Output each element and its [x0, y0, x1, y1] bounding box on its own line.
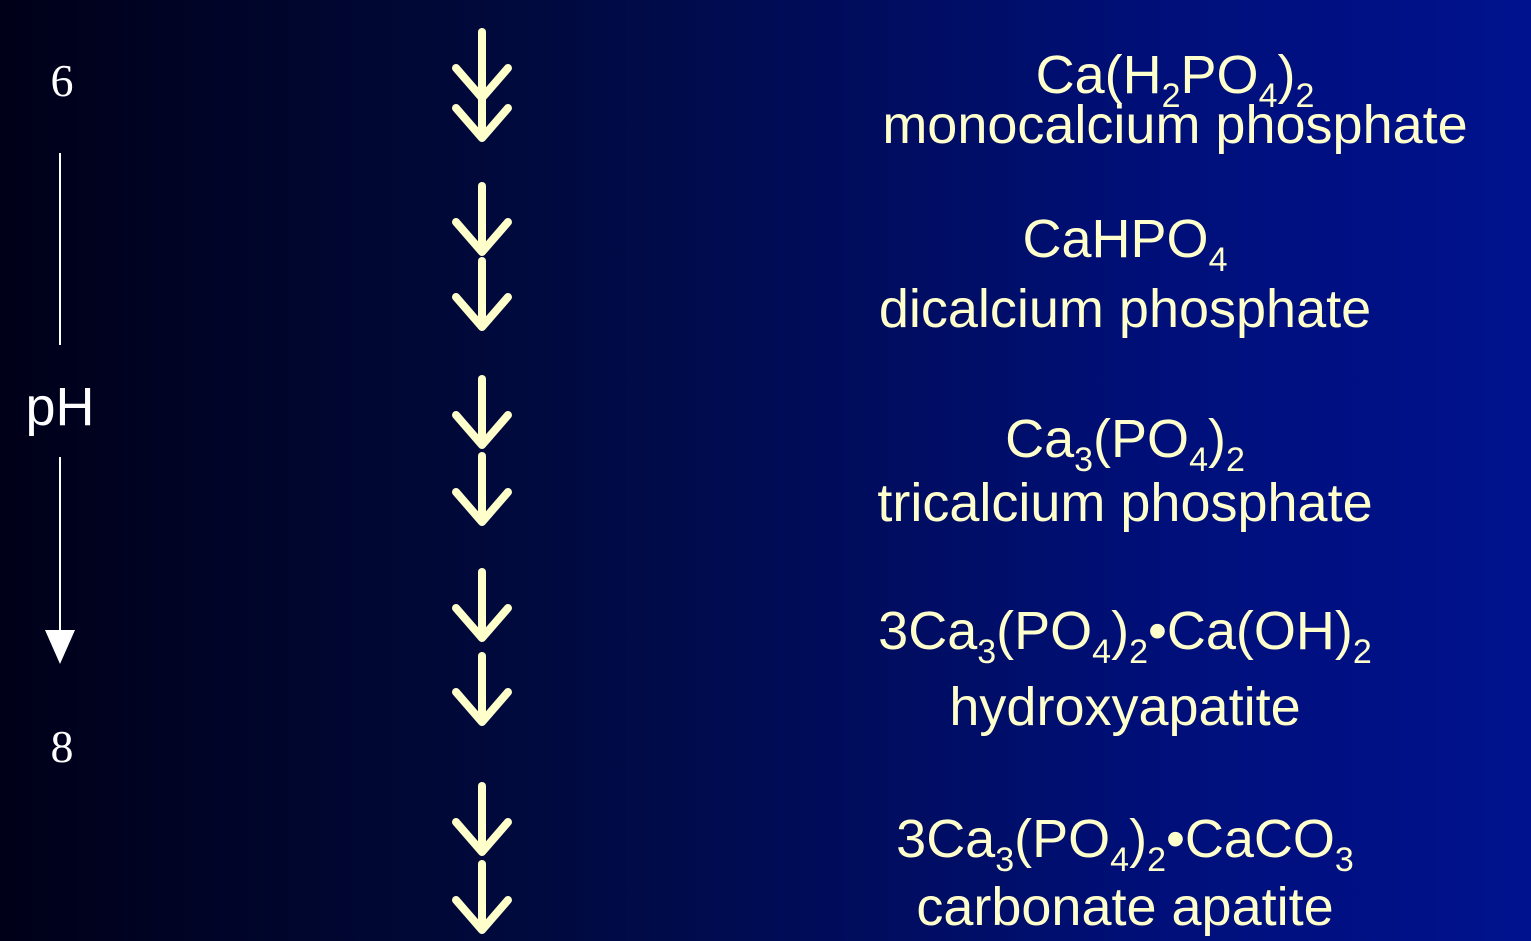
compound-name: carbonate apatite	[916, 877, 1334, 937]
formula-text: 3Ca	[896, 809, 996, 869]
down-arrow-icon	[452, 257, 512, 331]
formula-subscript: 2	[1295, 77, 1315, 115]
formula-subscript: 2	[1161, 77, 1181, 115]
ph-scale-label: pH	[25, 377, 95, 437]
formula-text: PO	[1180, 45, 1259, 105]
formula-text: Ca	[1005, 409, 1075, 469]
formula-text: •CaCO	[1165, 809, 1335, 869]
ph-scale-top-value: 6	[50, 55, 74, 106]
compound-name: dicalcium phosphate	[878, 279, 1372, 339]
compound-name: tricalcium phosphate	[877, 473, 1373, 533]
formula-subscript: 4	[1110, 841, 1130, 879]
compound-formula: CaHPO4	[825, 209, 1425, 277]
ph-scale-lines	[45, 153, 75, 664]
formula-text: 3Ca	[878, 601, 978, 661]
compound-formula: Ca3(PO4)2	[825, 409, 1425, 477]
down-arrow-icon	[452, 375, 512, 449]
compound-name: hydroxyapatite	[949, 677, 1301, 737]
ph-scale-arrowhead-icon	[45, 630, 75, 664]
ph-scale-bottom-value: 8	[50, 721, 74, 772]
formula-subscript: 4	[1092, 633, 1112, 671]
formula-text: )	[1129, 809, 1148, 869]
formula-text: (PO	[1014, 809, 1111, 869]
formula-text: Ca(H	[1035, 45, 1162, 105]
formula-subscript: 2	[1129, 633, 1148, 671]
formula-text: )	[1111, 601, 1130, 661]
down-arrow-icon	[452, 182, 512, 256]
formula-subscript: 3	[977, 633, 997, 671]
formula-text: •Ca(OH)	[1148, 601, 1353, 661]
formula-text: )	[1277, 45, 1296, 105]
down-arrow-icon	[452, 568, 512, 642]
formula-text: (PO	[1093, 409, 1190, 469]
formula-subscript: 2	[1147, 841, 1166, 879]
down-arrow-icon	[452, 68, 512, 142]
formula-subscript: 4	[1208, 241, 1228, 279]
formula-subscript: 3	[1334, 841, 1354, 879]
formula-text: (PO	[996, 601, 1093, 661]
compound-formula: Ca(H2PO4)2	[825, 45, 1525, 113]
formula-subscript: 4	[1258, 77, 1278, 115]
formula-text: CaHPO	[1022, 209, 1209, 269]
compound-formula: 3Ca3(PO4)2•Ca(OH)2	[825, 601, 1425, 669]
formula-subscript: 3	[995, 841, 1015, 879]
down-arrow-icon	[452, 860, 512, 934]
formula-subscript: 2	[1352, 633, 1372, 671]
formula-subscript: 3	[1074, 441, 1094, 479]
down-arrow-icon	[452, 782, 512, 856]
formula-subscript: 4	[1189, 441, 1208, 479]
down-arrow-icon	[452, 452, 512, 526]
compound-formula: 3Ca3(PO4)2•CaCO3	[825, 809, 1425, 877]
formula-text: )	[1207, 409, 1226, 469]
down-arrow-icon	[452, 652, 512, 726]
formula-subscript: 2	[1225, 441, 1245, 479]
compound-name: monocalcium phosphate	[882, 95, 1468, 155]
